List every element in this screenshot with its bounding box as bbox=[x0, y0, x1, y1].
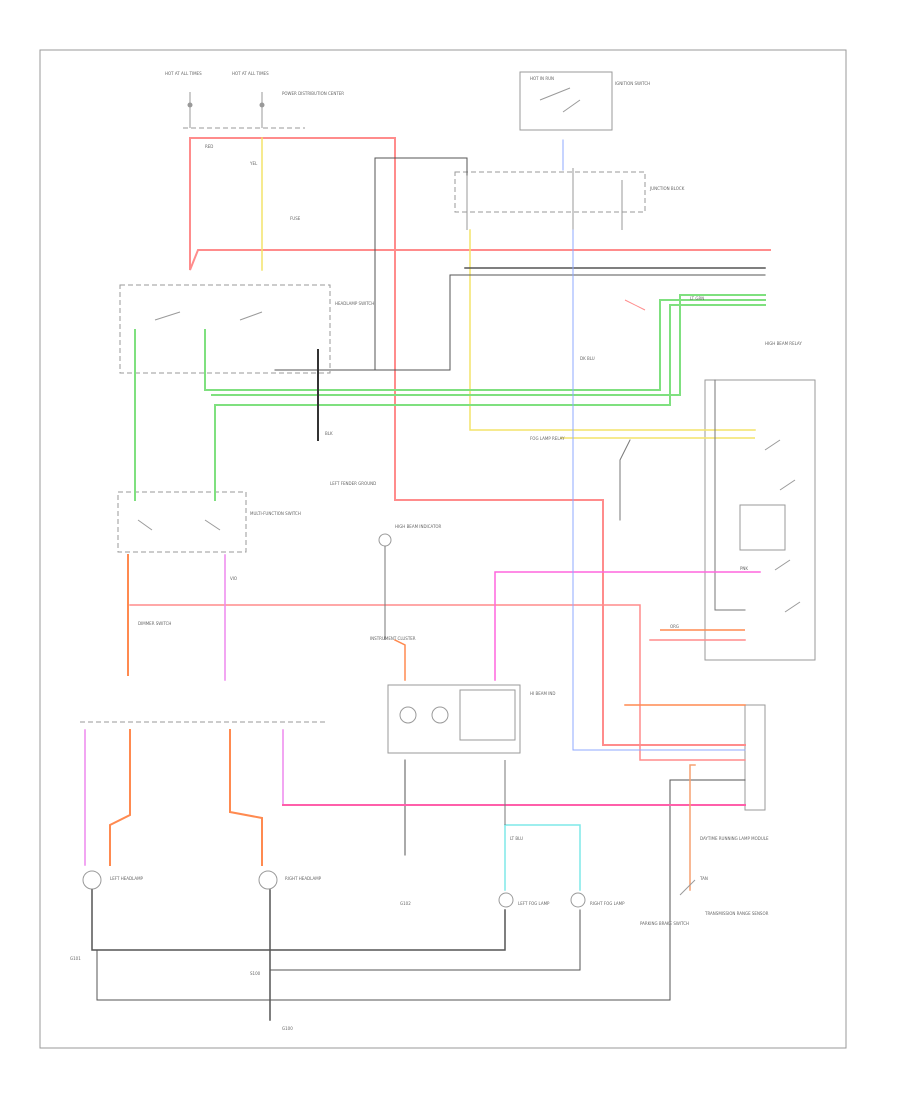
label-parking-brake-switch: PARKING BRAKE SWITCH bbox=[640, 921, 689, 926]
wire-red-main bbox=[189, 137, 771, 271]
wire-gray-6 bbox=[714, 379, 746, 611]
wire-orange-4 bbox=[393, 638, 406, 681]
parking-brake-switch-contact bbox=[679, 879, 696, 896]
label-drl-module: DAYTIME RUNNING LAMP MODULE bbox=[700, 836, 769, 841]
wire-orange-3 bbox=[229, 729, 263, 866]
right-fog-lamp-icon bbox=[570, 892, 586, 908]
ground-bus-3 bbox=[269, 909, 581, 971]
label-hi-beam-ind: HI BEAM IND bbox=[530, 691, 555, 696]
label-wire-grn: LT GRN bbox=[690, 296, 704, 301]
wire-green-4 bbox=[211, 294, 766, 396]
wire-green-1 bbox=[204, 299, 766, 391]
label-hot-in-run: HOT IN RUN bbox=[530, 76, 554, 81]
label-instrument-cluster: INSTRUMENT CLUSTER bbox=[370, 636, 416, 641]
label-left-fog-lamp: LEFT FOG LAMP bbox=[518, 901, 550, 906]
right-headlamp-icon bbox=[258, 870, 278, 890]
label-junction-block: JUNCTION BLOCK bbox=[649, 186, 685, 191]
wire-red-2 bbox=[189, 137, 746, 746]
ground-bulb-icon bbox=[378, 533, 392, 547]
wire-orange-2 bbox=[109, 729, 131, 866]
label-dimmer: DIMMER SWITCH bbox=[138, 621, 171, 626]
hs-contact-2 bbox=[239, 311, 263, 321]
label-fuse-a: FUSE bbox=[290, 216, 301, 221]
label-ground-a: G100 bbox=[282, 1026, 293, 1031]
label-hot-at-all-times-2: HOT AT ALL TIMES bbox=[232, 71, 269, 76]
label-right-headlamp: RIGHT HEADLAMP bbox=[285, 876, 322, 881]
diagram-frame bbox=[39, 49, 847, 1049]
instrument-cluster-box bbox=[387, 684, 521, 754]
fuse-symbol-2 bbox=[259, 102, 265, 108]
label-transmission-range-sensor: TRANSMISSION RANGE SENSOR bbox=[704, 911, 769, 916]
label-splice: S100 bbox=[250, 971, 261, 976]
left-fog-lamp-icon bbox=[498, 892, 514, 908]
gauge-1 bbox=[399, 706, 417, 724]
label-left-fender-ground: LEFT FENDER GROUND bbox=[330, 481, 376, 486]
ground-bus-4 bbox=[96, 779, 746, 1001]
label-wire-org: ORG bbox=[670, 624, 679, 629]
wire-red-5 bbox=[624, 299, 646, 311]
wire-gray-1 bbox=[274, 157, 468, 371]
fuse-symbol-1 bbox=[187, 102, 193, 108]
label-left-headlamp: LEFT HEADLAMP bbox=[110, 876, 144, 881]
label-ground-c: G102 bbox=[400, 901, 411, 906]
ground-bus-1 bbox=[91, 889, 506, 951]
headlamp-switch-box bbox=[119, 284, 331, 374]
label-wire-blk: BLK bbox=[325, 431, 333, 436]
wire-blue-1 bbox=[572, 229, 746, 751]
label-hot-at-all-times-1: HOT AT ALL TIMES bbox=[165, 71, 202, 76]
label-multifunction-switch: MULTI-FUNCTION SWITCH bbox=[250, 511, 301, 516]
label-wire-blu: DK BLU bbox=[580, 356, 595, 361]
wire-yellow-2 bbox=[469, 229, 756, 431]
label-wire-vio: VIO bbox=[230, 576, 237, 581]
highbeam-relay-box bbox=[704, 379, 816, 661]
hs-contact-1 bbox=[154, 311, 181, 321]
label-fog-lamp-relay: FOG LAMP RELAY bbox=[530, 436, 565, 441]
label-ignition-switch: IGNITION SWITCH bbox=[615, 81, 650, 86]
ignition-switch-contact-2 bbox=[562, 99, 581, 113]
wire-red-3 bbox=[129, 604, 746, 761]
ignition-switch-contact bbox=[539, 87, 571, 101]
wire-gray-2 bbox=[324, 274, 766, 371]
label-wire-tan: TAN bbox=[699, 876, 708, 881]
wire-gray-5 bbox=[619, 439, 631, 521]
multifunction-switch-box bbox=[117, 491, 247, 553]
wire-cyan-1 bbox=[504, 824, 581, 891]
hi-beam-ind-box bbox=[459, 689, 516, 741]
relay-contact-1 bbox=[764, 439, 781, 451]
mf-contact-2 bbox=[204, 519, 221, 531]
label-wire-yel: YEL bbox=[249, 161, 258, 166]
wire-green-3 bbox=[214, 304, 766, 501]
gauge-2 bbox=[431, 706, 449, 724]
label-power-dist-center: POWER DISTRIBUTION CENTER bbox=[282, 91, 344, 96]
relay-contact-3 bbox=[774, 559, 791, 571]
relay-coil bbox=[739, 504, 786, 551]
label-headlamp-switch: HEADLAMP SWITCH bbox=[335, 301, 374, 306]
ignition-switch-box bbox=[519, 71, 613, 131]
label-wire-lb: LT BLU bbox=[510, 836, 523, 841]
label-ground-b: G101 bbox=[70, 956, 81, 961]
wire-tan-1 bbox=[689, 764, 696, 891]
label-highbeam-relay: HIGH BEAM RELAY bbox=[765, 341, 802, 346]
wire-pink-1 bbox=[494, 571, 761, 681]
relay-contact-4 bbox=[784, 601, 801, 613]
label-right-fog-lamp: RIGHT FOG LAMP bbox=[590, 901, 625, 906]
junction-block-box bbox=[454, 171, 646, 213]
mf-contact-1 bbox=[137, 519, 153, 531]
drl-module-connector bbox=[744, 704, 766, 811]
label-wire-pnk: PNK bbox=[740, 566, 748, 571]
relay-contact-2 bbox=[779, 479, 796, 491]
left-headlamp-icon bbox=[82, 870, 102, 890]
label-wire-red: RED bbox=[205, 144, 213, 149]
label-high-beam-indicator: HIGH BEAM INDICATOR bbox=[395, 524, 442, 529]
